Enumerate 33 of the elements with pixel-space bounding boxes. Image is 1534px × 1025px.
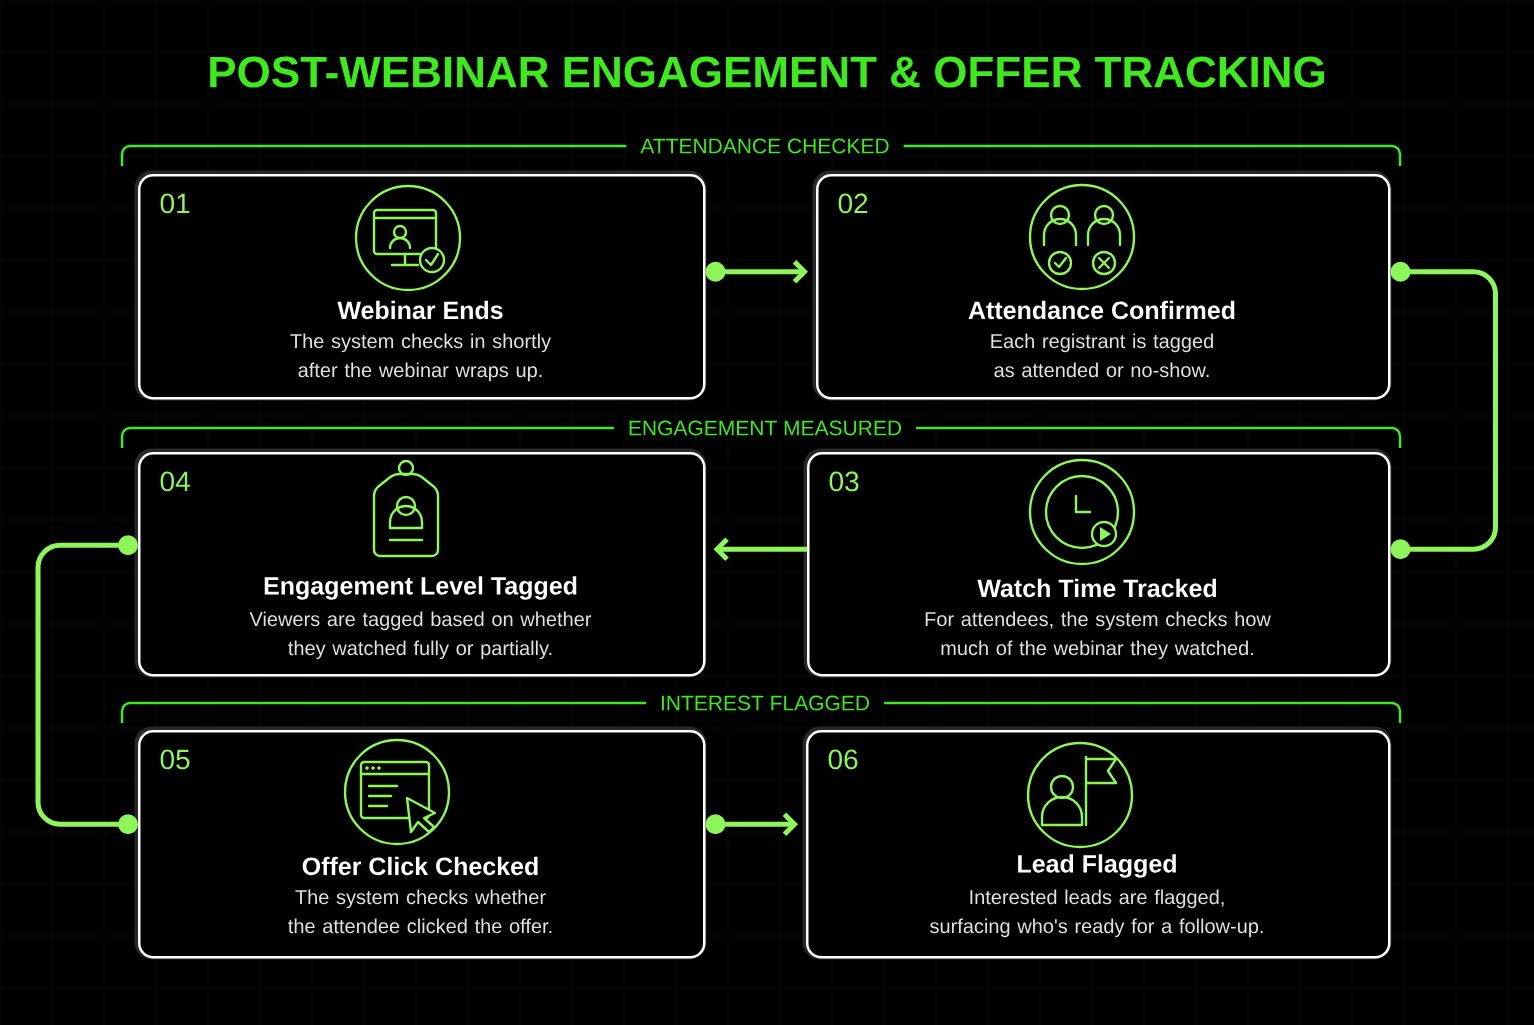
step-description: Interested leads are flagged, surfacing who's ready for a follow-up. bbox=[930, 889, 1263, 938]
step-description: Each registrant is tagged as attended or no-show. bbox=[991, 333, 1213, 378]
arrow bbox=[713, 537, 807, 561]
step-description: For attendees, the system checks how much of the webinar they watched. bbox=[925, 611, 1271, 660]
section-bracket: ATTENDANCE CHECKED bbox=[120, 135, 1402, 166]
step-title: Offer Click Checked bbox=[302, 856, 538, 876]
step-card bbox=[812, 170, 1392, 401]
step-card bbox=[134, 448, 707, 678]
step-number: 03 bbox=[829, 471, 859, 492]
step-number: 06 bbox=[828, 749, 858, 770]
step-description: Viewers are tagged based on whether they watched fully or partially. bbox=[249, 611, 592, 660]
section-bracket: INTEREST FLAGGED bbox=[120, 692, 1402, 723]
arrow bbox=[705, 812, 798, 836]
step-title: Attendance Confirmed bbox=[968, 300, 1235, 320]
step-description: The system checks whether the attendee clicked the offer. bbox=[288, 889, 552, 934]
step-description: The system checks in shortly after the webinar wraps up. bbox=[290, 333, 552, 382]
step-title: Webinar Ends bbox=[337, 300, 503, 320]
step-title: Engagement Level Tagged bbox=[264, 576, 577, 600]
arrow bbox=[1390, 261, 1498, 560]
step-number: 01 bbox=[160, 193, 190, 214]
step-card bbox=[803, 448, 1392, 678]
step-title: Watch Time Tracked bbox=[977, 578, 1217, 598]
step-number: 05 bbox=[160, 749, 190, 770]
step-card bbox=[134, 726, 707, 960]
step-number: 04 bbox=[160, 471, 190, 492]
step-title: Lead Flagged bbox=[1018, 854, 1176, 878]
step-card bbox=[802, 726, 1392, 960]
step-number: 02 bbox=[838, 193, 868, 214]
step-card bbox=[134, 170, 707, 401]
arrow bbox=[35, 535, 138, 835]
arrow bbox=[705, 260, 808, 284]
section-bracket: ENGAGEMENT MEASURED bbox=[120, 417, 1402, 448]
title: POST-WEBINAR ENGAGEMENT & OFFER TRACKING bbox=[210, 56, 1324, 88]
